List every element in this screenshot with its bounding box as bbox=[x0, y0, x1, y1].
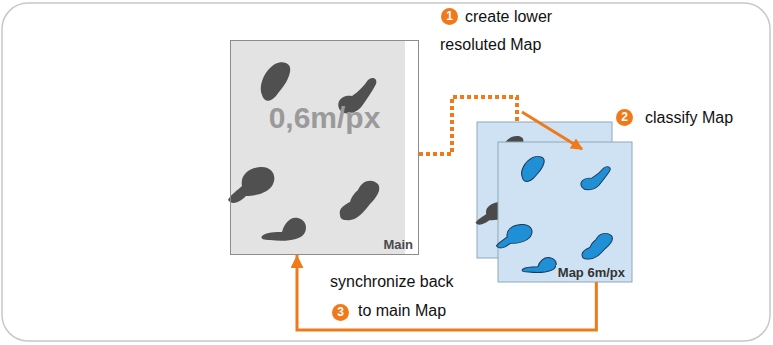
low-res-map: Map 6m/px bbox=[477, 122, 632, 282]
callout-number: 1 bbox=[441, 8, 458, 25]
callout-number: 2 bbox=[616, 109, 633, 126]
main-map-lakes bbox=[228, 62, 379, 240]
classify-arrow bbox=[522, 112, 582, 149]
map-resolution: 0,6m/px bbox=[231, 101, 418, 135]
map-name: Main bbox=[383, 237, 413, 252]
step-label: classify Map bbox=[645, 108, 733, 128]
map-name: Map 6m/px bbox=[556, 265, 627, 280]
classified-map-lakes bbox=[496, 156, 612, 272]
classified-map-sheet bbox=[498, 142, 632, 282]
flow-arrow bbox=[297, 255, 596, 330]
lake-set bbox=[228, 62, 379, 240]
callout-number: 3 bbox=[332, 304, 349, 321]
lake-set bbox=[496, 156, 612, 272]
main-map: 0,6m/pxMain bbox=[230, 40, 419, 255]
dotted-connector bbox=[419, 97, 517, 154]
step-label: synchronize back to main Map bbox=[330, 267, 464, 325]
main-map-ground bbox=[230, 40, 405, 255]
outer-frame bbox=[2, 3, 770, 341]
step-label: create lower resoluted Map bbox=[440, 3, 565, 59]
